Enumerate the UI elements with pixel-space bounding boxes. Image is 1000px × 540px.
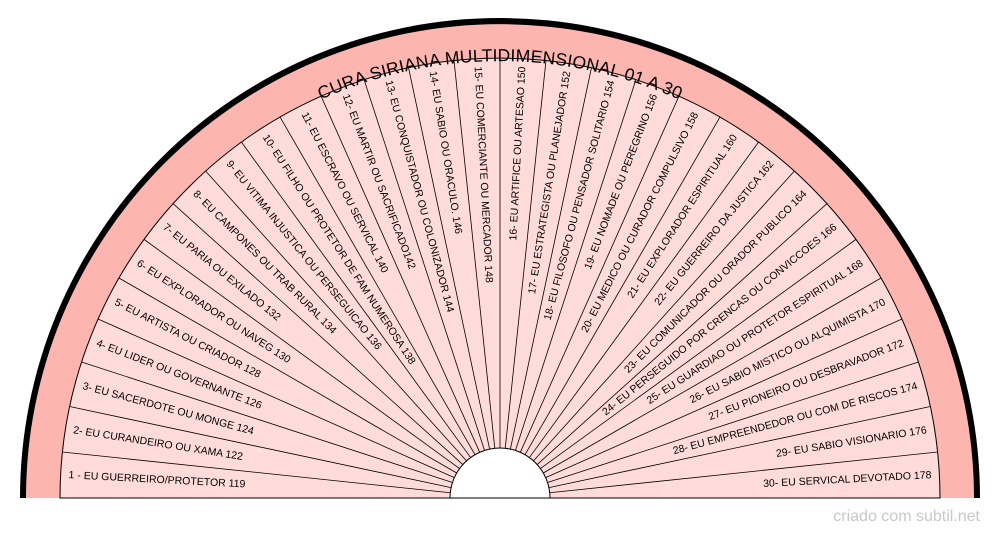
sector-divider — [62, 451, 451, 494]
sector-divider — [172, 203, 464, 465]
sector-divider — [81, 361, 453, 483]
sector-divider — [320, 95, 481, 453]
sector-divider — [510, 67, 592, 450]
sector-divider — [453, 60, 496, 449]
sector-divider — [549, 451, 938, 494]
sector-divider — [408, 67, 490, 450]
sector-dividers — [62, 58, 938, 494]
sector-divider — [540, 239, 857, 469]
sector-divider — [97, 318, 455, 479]
sector-divider — [69, 406, 452, 488]
sector-divider — [279, 116, 476, 455]
sector-divider — [529, 141, 759, 458]
sector-divider — [118, 277, 457, 474]
sector-divider — [547, 361, 919, 483]
sector-divider — [548, 406, 931, 488]
sector-divider — [519, 95, 680, 453]
sector-divider — [524, 116, 721, 455]
sector-divider — [205, 170, 467, 462]
sector-divider — [143, 239, 460, 469]
center-hub — [449, 447, 551, 499]
sector-divider — [515, 79, 637, 451]
sector-divider — [241, 141, 471, 458]
sector-divider — [545, 318, 903, 479]
sector-divider — [504, 60, 547, 449]
sector-divider — [543, 277, 882, 474]
sector-divider — [536, 203, 828, 465]
sector-divider — [533, 170, 795, 462]
footer-credit: criado com subtil.net — [833, 508, 980, 525]
sector-divider — [363, 79, 485, 451]
